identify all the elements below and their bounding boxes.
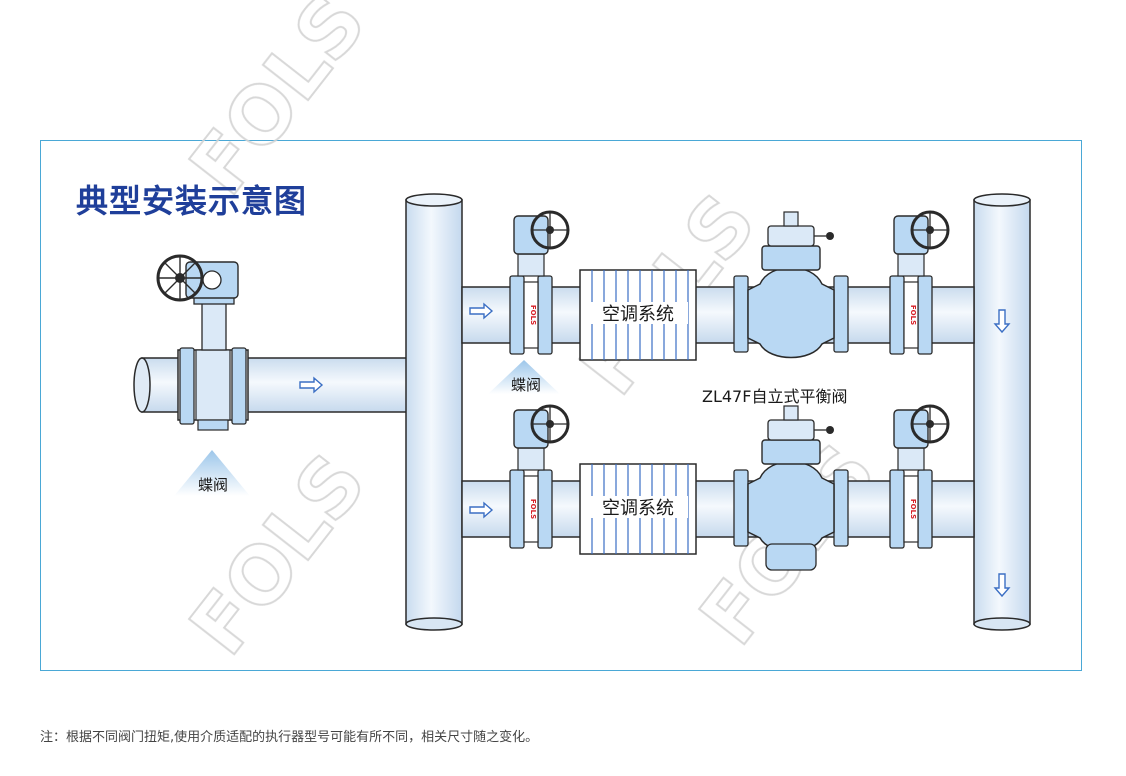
return-header-pipe [973,193,1031,631]
butterfly-valve-callout-branch: 蝶阀 [488,360,560,394]
butterfly-valve: FOLS [889,210,950,355]
ac-system-unit-upper: 空调系统 [579,269,697,361]
supply-header-pipe [405,193,463,631]
svg-text:蝶阀: 蝶阀 [511,376,541,394]
svg-text:FOLS: FOLS [529,305,537,325]
balance-valve-lower [733,405,849,571]
balance-valve-upper [733,211,849,359]
svg-text:FOLS: FOLS [909,305,917,325]
butterfly-valve: FOLS [889,404,950,549]
balance-valve-label: ZL47F自立式平衡阀 [702,387,847,406]
butterfly-valve: FOLS [509,404,570,549]
svg-text:空调系统: 空调系统 [602,304,674,325]
ac-system-unit-lower: 空调系统 [579,463,697,555]
svg-text:空调系统: 空调系统 [602,498,674,519]
page-title: 典型安装示意图 [76,182,308,220]
svg-text:FOLS: FOLS [909,499,917,519]
inlet-pipe [133,357,411,413]
footnote: 注：根据不同阀门扭矩,使用介质适配的执行器型号可能有所不同，相关尺寸随之变化。 [40,730,539,745]
svg-text:蝶阀: 蝶阀 [198,476,228,494]
butterfly-valve: FOLS [509,210,570,355]
inlet-butterfly-valve [156,254,249,431]
svg-text:FOLS: FOLS [529,499,537,519]
handwheel-icon [156,254,204,302]
branch-butterfly-valves: FOLS FOLS FOLS [509,210,950,549]
butterfly-valve-callout-inlet: 蝶阀 [174,450,250,496]
